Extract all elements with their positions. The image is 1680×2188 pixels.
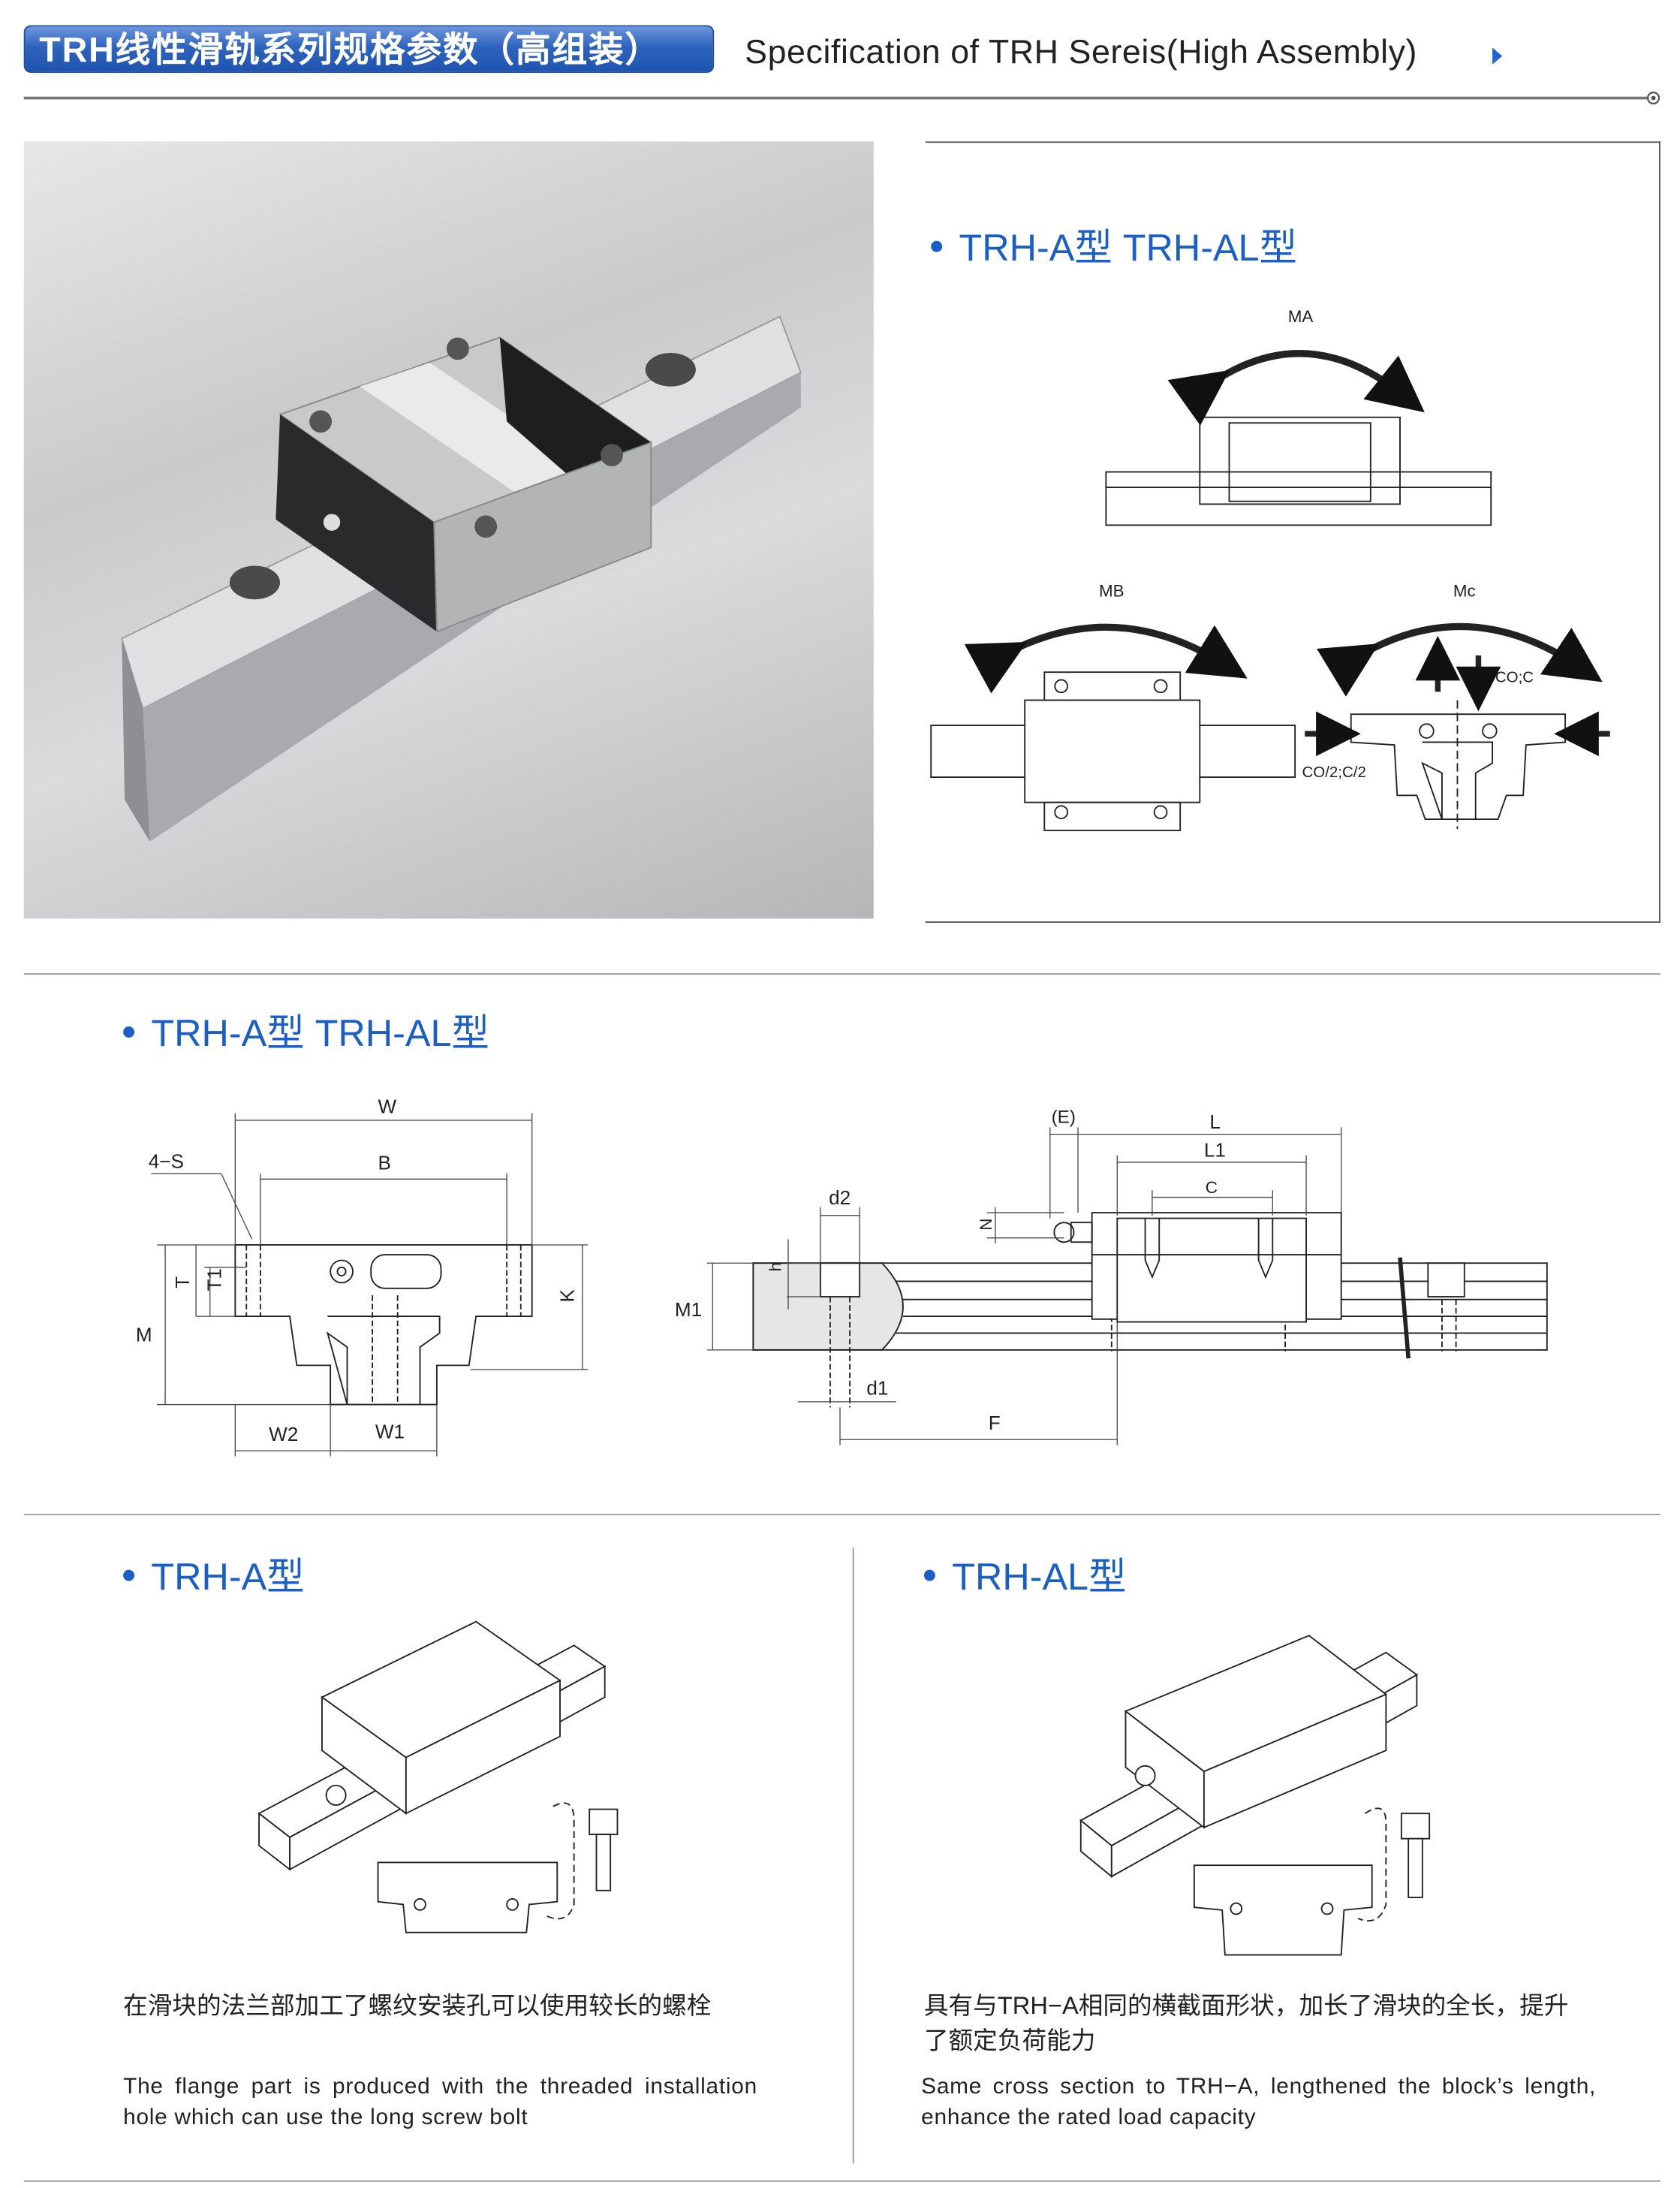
- dimension-section-title: TRH-A型 TRH-AL型: [123, 1002, 489, 1057]
- triangle-right-icon: [1492, 47, 1503, 65]
- dim-w: W: [378, 1096, 397, 1118]
- dim-b: B: [378, 1151, 391, 1174]
- dim-m: M: [136, 1324, 152, 1346]
- dim-m1: M1: [675, 1298, 702, 1321]
- panel-top-border: [925, 141, 1660, 143]
- dim-t1: T1: [203, 1268, 226, 1291]
- dim-l: L: [1209, 1111, 1221, 1133]
- model-a-drawing: [257, 1620, 619, 1933]
- section-divider-2: [23, 1514, 1660, 1515]
- model-a-desc-cn: 在滑块的法兰部加工了螺纹安装孔可以使用较长的螺栓: [123, 1991, 712, 2020]
- panel-right-border: [1659, 141, 1660, 924]
- dim-4s: 4−S: [149, 1150, 184, 1172]
- model-a-title: TRH-A型: [123, 1546, 305, 1601]
- dim-f: F: [989, 1412, 1001, 1434]
- label-mc: Mc: [1453, 581, 1476, 600]
- model-al-drawing: [1079, 1635, 1431, 1956]
- dim-c: C: [1206, 1178, 1218, 1197]
- dim-l1: L1: [1204, 1138, 1226, 1161]
- label-ma: MA: [1288, 307, 1314, 326]
- model-al-title-text: TRH-AL型: [952, 1556, 1127, 1598]
- label-co2-c2: CO/2;C/2: [1302, 764, 1365, 781]
- section-divider: [23, 973, 1660, 975]
- model-al-desc-cn-2: 了额定负荷能力: [923, 2026, 1096, 2054]
- dim-h: h: [766, 1262, 785, 1271]
- column-divider: [852, 1547, 854, 2164]
- dim-n: N: [977, 1219, 995, 1231]
- model-a-desc-en: The flange part is produced with the thr…: [123, 2075, 757, 2130]
- header-rule: [23, 96, 1648, 100]
- dim-e: (E): [1052, 1108, 1076, 1128]
- dim-w2: W2: [269, 1423, 298, 1445]
- moment-panel-title-text: TRH-A型 TRH-AL型: [959, 227, 1297, 270]
- rule-end-circle-icon: [1646, 91, 1660, 105]
- dim-d1: d1: [866, 1377, 888, 1400]
- label-co-c: CO;C: [1495, 668, 1534, 686]
- linear-guide-photo-illustration: [121, 315, 802, 842]
- model-al-desc-cn-1: 具有与TRH−A相同的横截面形状，加长了滑块的全长，提升: [923, 1991, 1569, 2020]
- panel-bottom-border: [925, 921, 1660, 924]
- model-al-title: TRH-AL型: [923, 1546, 1127, 1601]
- title-badge: TRH线性滑轨系列规格参数（高组装）: [23, 25, 715, 73]
- dim-w1: W1: [375, 1420, 405, 1442]
- bottom-divider: [23, 2180, 1660, 2182]
- model-al-desc-en: Same cross section to TRH−A, lengthened …: [921, 2075, 1597, 2130]
- dim-d2: d2: [829, 1186, 851, 1209]
- label-mb: MB: [1099, 581, 1125, 600]
- dim-t: T: [171, 1276, 194, 1288]
- dimension-section-title-text: TRH-A型 TRH-AL型: [151, 1012, 489, 1055]
- model-a-title-text: TRH-A型: [151, 1556, 305, 1598]
- dim-k: K: [556, 1288, 579, 1302]
- moment-panel-title: TRH-A型 TRH-AL型: [931, 217, 1297, 272]
- title-english: Specification of TRH Sereis(High Assembl…: [745, 33, 1418, 72]
- product-photo: [23, 141, 874, 919]
